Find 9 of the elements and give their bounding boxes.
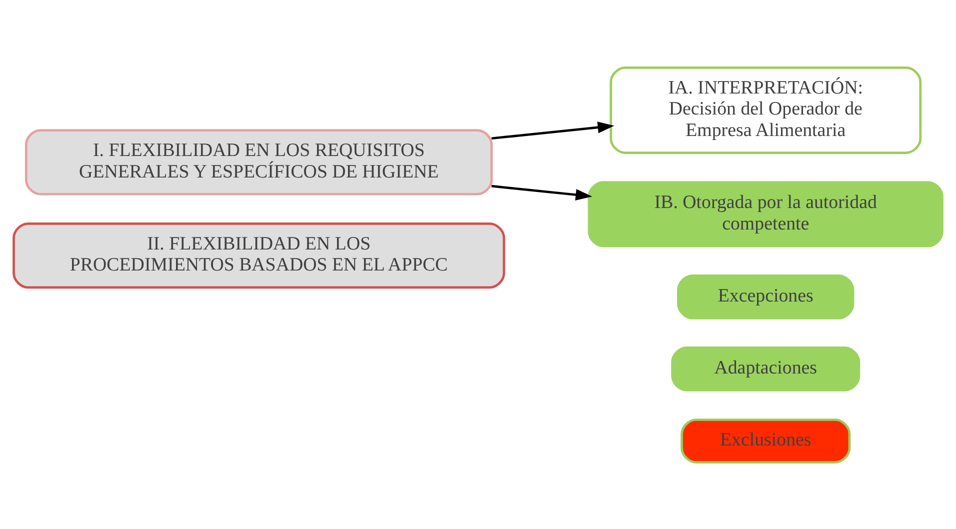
node-box: Excepciones	[677, 274, 854, 319]
node-box: IB. Otorgada por la autoridad competente	[588, 180, 944, 247]
node-box: IA. INTERPRETACIÓN: Decisión del Operador de Empresa Alimentaria	[610, 66, 922, 154]
node-box: Adaptaciones	[671, 346, 860, 391]
arrow	[491, 184, 592, 200]
arrow	[491, 121, 614, 140]
node-box: Exclusiones	[680, 418, 851, 463]
node-box: II. FLEXIBILIDAD EN LOS PROCEDIMIENTOS BASADOS EN EL APPCC	[12, 222, 506, 288]
node-box: I. FLEXIBILIDAD EN LOS REQUISITOS GENERALES Y ESPECÍFICOS DE HIGIENE	[24, 128, 493, 195]
